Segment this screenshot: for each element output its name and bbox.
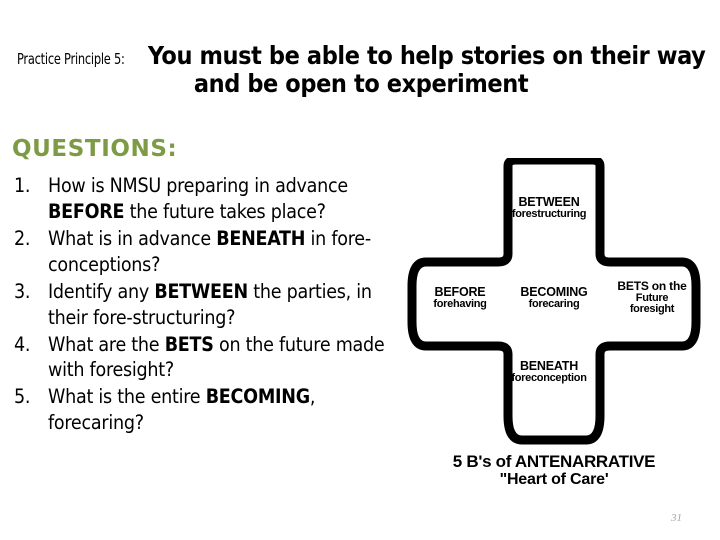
questions-list: 1. How is NMSU preparing in advance BEFOR… xyxy=(8,173,404,437)
question-text: How is NMSU preparing in advance BEFORE … xyxy=(48,174,348,223)
question-number: 2. xyxy=(14,226,31,250)
question-text-run: How is NMSU preparing in advance xyxy=(48,174,348,197)
diagram-caption-line2: "Heart of Care' xyxy=(499,471,609,489)
question-number: 1. xyxy=(14,174,31,197)
question-text-run: in fore-conceptions? xyxy=(48,226,371,276)
question-keyword: BENEATH xyxy=(216,226,306,250)
question-item: 3. Identify any BETWEEN the parties, in t… xyxy=(8,279,404,331)
question-text-run: the future takes place? xyxy=(124,199,326,223)
question-text-run: the parties, in their fore-structuring? xyxy=(48,279,372,329)
diagram-caption-line1: 5 B's of ANTENARRATIVE xyxy=(452,452,656,471)
question-text: Identify any BETWEEN the parties, in the… xyxy=(48,280,372,329)
question-text: What is in advance BENEATH in fore-conce… xyxy=(48,227,371,276)
question-number: 5. xyxy=(14,385,31,409)
question-text: What is the entire BECOMING, forecaring? xyxy=(48,385,315,434)
question-text: What are the BETS on the future made wit… xyxy=(48,332,385,382)
question-keyword: BECOMING xyxy=(205,385,310,409)
question-keyword: BETWEEN xyxy=(154,279,248,303)
title-prefix: Practice Principle 5: xyxy=(16,50,125,68)
question-text-run: , forecaring? xyxy=(48,385,316,435)
title-main: You must be able to help stories on thei… xyxy=(147,41,706,98)
question-text-run: What is the entire xyxy=(48,385,206,409)
question-text-run: Identify any xyxy=(48,279,155,303)
diagram-caption: 5 B's of ANTENARRATIVE "Heart of Care' xyxy=(404,452,704,489)
question-item: 1. How is NMSU preparing in advance BEFOR… xyxy=(8,173,404,225)
question-text-run: on the future made with foresight? xyxy=(48,332,385,382)
question-item: 2. What is in advance BENEATH in fore-con… xyxy=(8,226,404,278)
question-item: 5. What is the entire BECOMING, forecarin… xyxy=(8,384,404,436)
question-item: 4. What are the BETS on the future made w… xyxy=(8,332,404,384)
question-number: 3. xyxy=(14,279,31,303)
page-number: 31 xyxy=(671,512,682,524)
question-text-run: What are the xyxy=(48,332,165,356)
question-keyword: BETS xyxy=(164,332,214,356)
question-text-run: What is in advance xyxy=(48,226,217,250)
slide-title: Practice Principle 5: You must be able to… xyxy=(8,42,714,98)
cross-shape-icon xyxy=(407,158,701,445)
question-keyword: BEFORE xyxy=(48,199,125,223)
question-number: 4. xyxy=(14,332,31,356)
antenarrative-cross-diagram: BETWEEN forestructuring BEFORE forehavin… xyxy=(404,158,704,448)
questions-heading: QUESTIONS: xyxy=(12,136,178,162)
